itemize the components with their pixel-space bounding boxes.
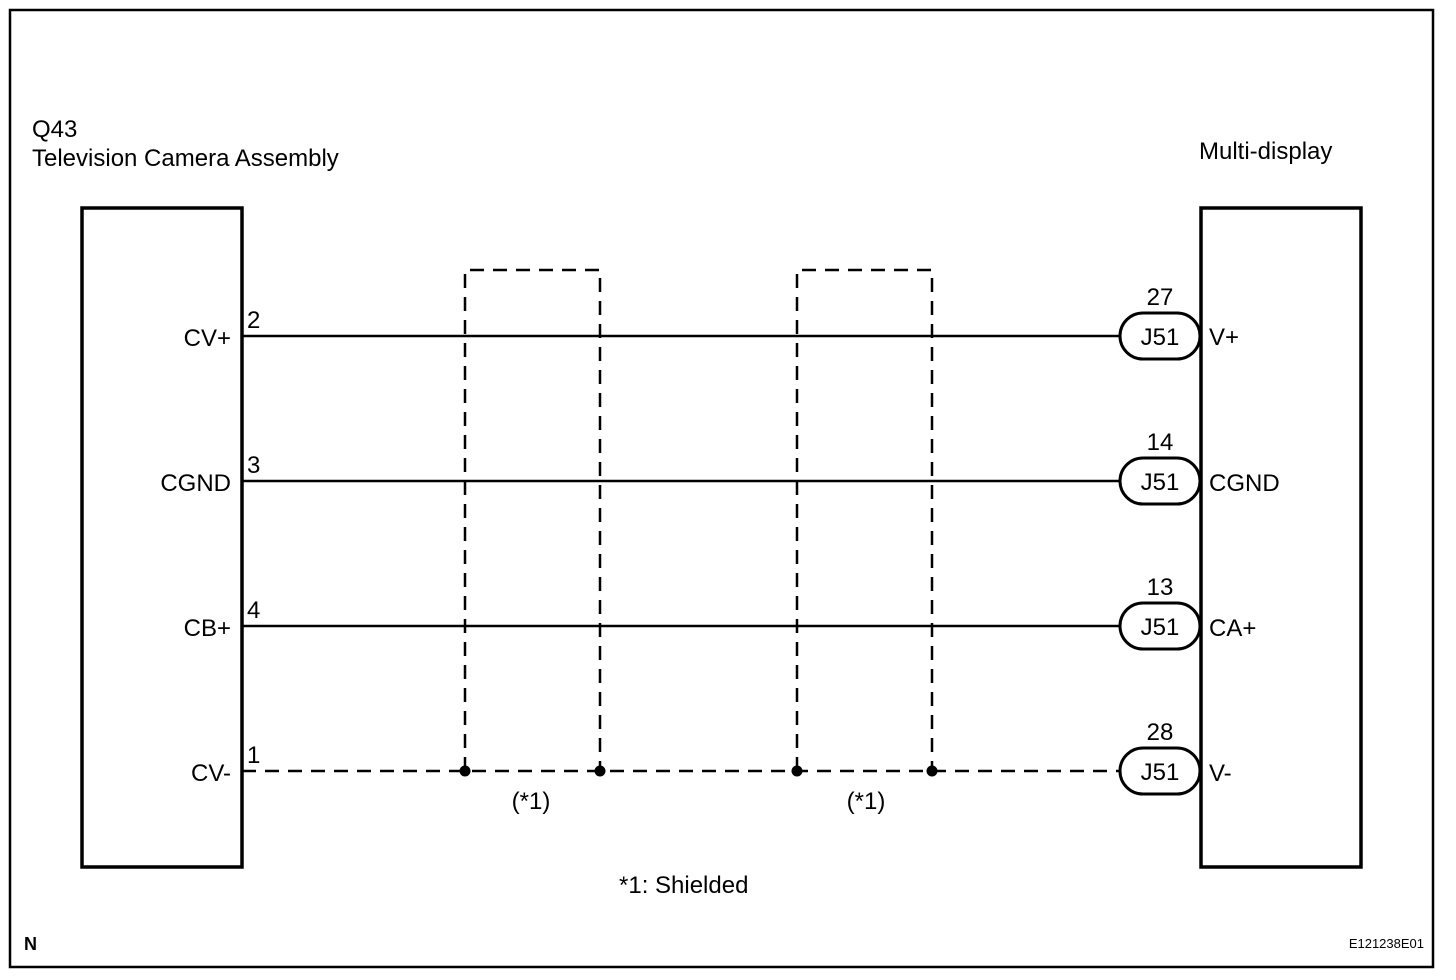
left-component-code: Q43 [32,116,77,143]
left-component-box [80,206,244,869]
connector-label: J51 [1141,324,1180,351]
left-pin-4: 4 [247,597,260,624]
connector-label: J51 [1141,469,1180,496]
wire-cb-plus: CB+ 4 J51 13 CA+ [184,574,1256,651]
connector-label: J51 [1141,614,1180,641]
shield-2: (*1) [791,268,938,815]
right-label-ca-plus: CA+ [1209,615,1256,642]
right-component-name: Multi-display [1199,138,1332,165]
connector-j51 [1118,456,1202,506]
connector-j51 [1118,746,1202,796]
right-label-v-plus: V+ [1209,324,1239,351]
wire-cv-minus: CV- 1 J51 28 V- [191,719,1232,796]
left-label-cv-plus: CV+ [184,325,231,352]
right-pin-28: 28 [1147,719,1174,746]
left-component-name: Television Camera Assembly [32,145,339,172]
connector-j51 [1118,601,1202,651]
diagram-frame [8,8,1435,969]
right-pin-27: 27 [1147,284,1174,311]
wire-cgnd: CGND 3 J51 14 CGND [160,429,1280,506]
left-pin-3: 3 [247,452,260,479]
left-label-cv-minus: CV- [191,760,231,787]
left-pin-1: 1 [247,742,260,769]
figure-code: E121238E01 [1349,936,1424,951]
left-label-cb-plus: CB+ [184,615,231,642]
left-label-cgnd: CGND [160,470,231,497]
right-component-box [1199,206,1363,869]
connector-label: J51 [1141,759,1180,786]
right-label-cgnd: CGND [1209,470,1280,497]
right-pin-14: 14 [1147,429,1174,456]
corner-left-code: N [24,934,37,954]
shield-1: (*1) [459,268,606,815]
connector-j51 [1118,311,1202,361]
left-pin-2: 2 [247,307,260,334]
shield-1-label: (*1) [512,788,551,815]
right-label-v-minus: V- [1209,760,1232,787]
right-pin-13: 13 [1147,574,1174,601]
shield-2-label: (*1) [847,788,886,815]
wire-cv-plus: CV+ 2 J51 27 V+ [184,284,1239,361]
footnote: *1: Shielded [619,872,748,899]
